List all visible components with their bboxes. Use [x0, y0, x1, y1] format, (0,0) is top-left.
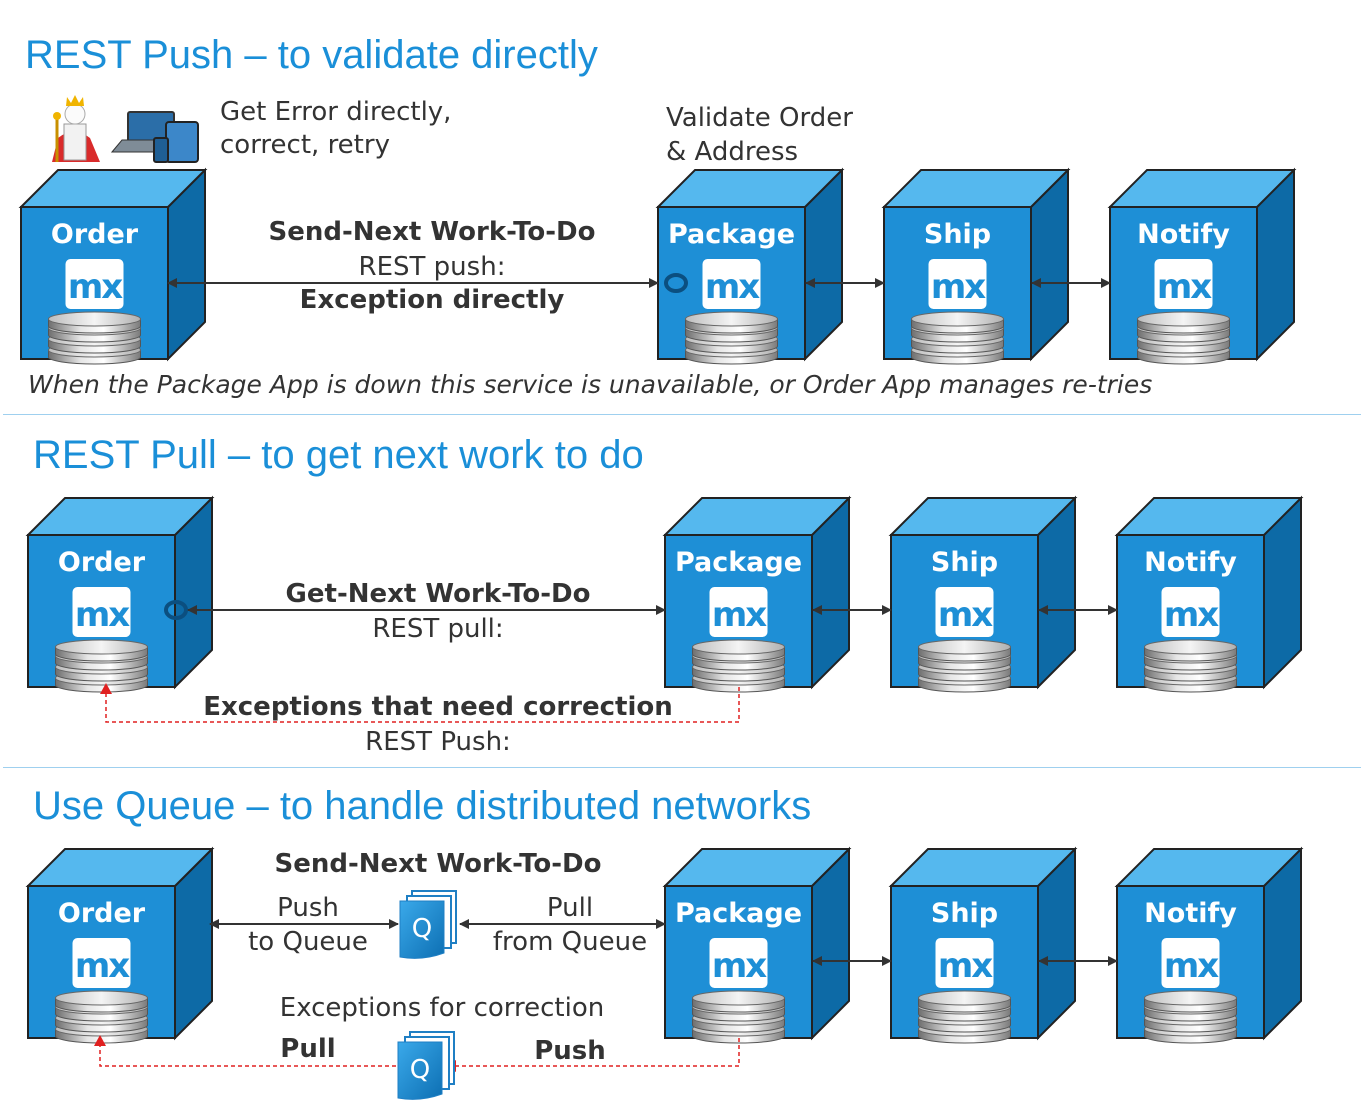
validate-note-line2: & Address — [666, 137, 799, 167]
pull-arrow-protocol: REST pull: — [372, 614, 504, 644]
cube-label: Ship — [931, 547, 998, 578]
mx-logo-icon: mx — [709, 587, 769, 637]
user-note-line2: correct, retry — [220, 130, 390, 160]
queue-push-line2: to Queue — [248, 927, 368, 957]
mx-logo-icon: mx — [1161, 938, 1221, 988]
svg-text:mx: mx — [712, 595, 767, 635]
king-figure-icon — [52, 95, 100, 162]
push-arrow-label: Send-Next Work-To-Do — [268, 217, 596, 247]
queue-send-label: Send-Next Work-To-Do — [274, 849, 602, 879]
database-stack-icon — [55, 639, 148, 693]
exception-arrowhead — [94, 1035, 106, 1046]
pull-exception-label: Exceptions that need correction — [203, 692, 673, 722]
service-endpoint-icon — [664, 273, 688, 293]
user-note-line1: Get Error directly, — [220, 97, 452, 127]
svg-text:mx: mx — [68, 267, 123, 307]
section-divider — [3, 414, 1361, 415]
database-stack-icon — [1137, 311, 1230, 365]
section-title-rest-pull: REST Pull – to get next work to do — [33, 433, 644, 477]
queue-pull-line1: Pull — [546, 893, 594, 923]
service-endpoint-icon — [164, 600, 188, 620]
pull-exception-protocol: REST Push: — [365, 727, 511, 757]
package-app-cube: Package mx — [662, 495, 852, 693]
section-divider — [3, 767, 1361, 768]
queue-exception-push: Push — [534, 1036, 606, 1066]
svg-text:mx: mx — [931, 267, 986, 307]
svg-text:mx: mx — [75, 595, 130, 635]
ship-app-cube: Ship mx — [888, 846, 1078, 1044]
database-stack-icon — [911, 311, 1004, 365]
ship-app-cube: Ship mx — [888, 495, 1078, 693]
pull-arrow-label: Get-Next Work-To-Do — [285, 579, 591, 609]
mx-logo-icon: mx — [709, 938, 769, 988]
cube-label: Package — [675, 547, 802, 578]
cube-label: Ship — [931, 898, 998, 929]
exception-to-queue-arrow — [456, 1038, 740, 1067]
notify-app-cube: Notify mx — [1114, 846, 1304, 1044]
cube-label: Ship — [924, 219, 991, 250]
order-app-cube: Order mx — [25, 495, 215, 693]
database-stack-icon — [918, 639, 1011, 693]
svg-text:mx: mx — [705, 267, 760, 307]
svg-text:mx: mx — [712, 946, 767, 986]
database-stack-icon — [1144, 990, 1237, 1044]
svg-text:Q: Q — [410, 1055, 430, 1085]
section-title-use-queue: Use Queue – to handle distributed networ… — [33, 784, 812, 828]
validate-note-line1: Validate Order — [666, 103, 853, 133]
cube-label: Order — [58, 898, 146, 929]
cube-label: Package — [675, 898, 802, 929]
queue-exception-pull: Pull — [280, 1034, 336, 1064]
exception-arrowhead — [100, 683, 112, 694]
queue-push-line1: Push — [277, 893, 339, 923]
database-stack-icon — [48, 311, 141, 365]
queue-pull-line2: from Queue — [492, 927, 648, 957]
exception-return-arrow — [105, 687, 740, 723]
database-stack-icon — [1144, 639, 1237, 693]
exception-from-queue-arrow — [99, 1046, 396, 1067]
queue-q-icon: Q — [397, 1031, 455, 1100]
database-stack-icon — [692, 639, 785, 693]
devices-icon — [110, 111, 199, 163]
push-footnote: When the Package App is down this servic… — [28, 370, 1153, 399]
mx-logo-icon: mx — [1161, 587, 1221, 637]
section-title-rest-push: REST Push – to validate directly — [25, 33, 598, 77]
queue-q-icon: Q — [399, 890, 457, 959]
mx-logo-icon: mx — [935, 938, 995, 988]
notify-app-cube: Notify mx — [1107, 167, 1297, 365]
order-app-cube: Order mx — [18, 167, 208, 365]
push-arrow-protocol: REST push: — [358, 252, 506, 282]
mx-logo-icon: mx — [928, 259, 988, 309]
svg-text:mx: mx — [1164, 595, 1219, 635]
cube-label: Notify — [1137, 219, 1230, 250]
database-stack-icon — [918, 990, 1011, 1044]
cube-label: Notify — [1144, 898, 1237, 929]
package-app-cube: Package mx — [655, 167, 845, 365]
mx-logo-icon: mx — [72, 938, 132, 988]
svg-text:mx: mx — [1164, 946, 1219, 986]
database-stack-icon — [692, 990, 785, 1044]
queue-exceptions-label: Exceptions for correction — [279, 993, 605, 1023]
database-stack-icon — [55, 990, 148, 1044]
mx-logo-icon: mx — [1154, 259, 1214, 309]
cube-label: Order — [51, 219, 139, 250]
notify-app-cube: Notify mx — [1114, 495, 1304, 693]
mx-logo-icon: mx — [65, 259, 125, 309]
svg-text:mx: mx — [1157, 267, 1212, 307]
svg-text:mx: mx — [75, 946, 130, 986]
cube-label: Package — [668, 219, 795, 250]
cube-label: Order — [58, 547, 146, 578]
svg-text:mx: mx — [938, 595, 993, 635]
cube-label: Notify — [1144, 547, 1237, 578]
svg-text:mx: mx — [938, 946, 993, 986]
push-arrow-exception: Exception directly — [299, 285, 565, 315]
mx-logo-icon: mx — [702, 259, 762, 309]
package-app-cube: Package mx — [662, 846, 852, 1044]
mx-logo-icon: mx — [72, 587, 132, 637]
mx-logo-icon: mx — [935, 587, 995, 637]
ship-app-cube: Ship mx — [881, 167, 1071, 365]
svg-text:Q: Q — [412, 914, 432, 944]
order-app-cube: Order mx — [25, 846, 215, 1044]
database-stack-icon — [685, 311, 778, 365]
